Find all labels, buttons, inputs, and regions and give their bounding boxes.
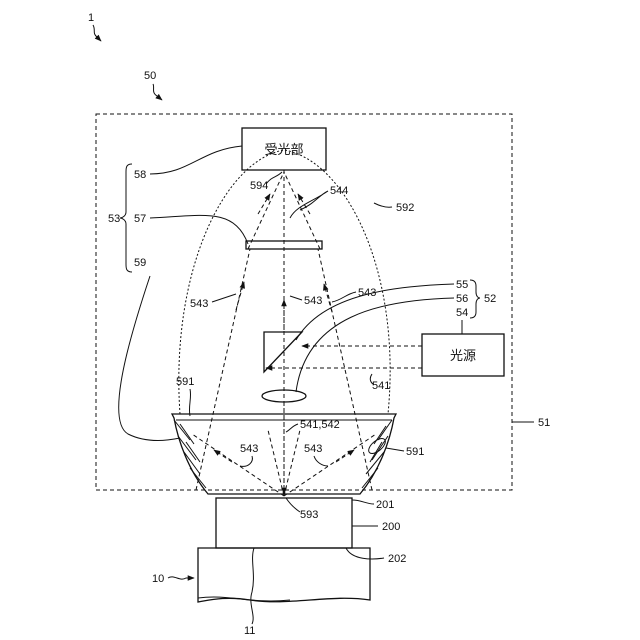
arrow-543-left <box>236 282 244 310</box>
leader-59 <box>119 276 180 441</box>
ref-543-low-left-label: 543 <box>240 443 258 455</box>
ref-56-label: 56 <box>456 293 468 305</box>
leader-543-mid <box>290 296 302 300</box>
ref-594-label: 594 <box>250 180 268 192</box>
base-inner-curve <box>198 597 290 601</box>
leader-58 <box>150 146 242 174</box>
leader-543-low-right <box>314 456 328 466</box>
light-source-label: 光源 <box>450 348 476 363</box>
fan-beam-left <box>192 434 284 496</box>
ref-592-label: 592 <box>396 202 414 214</box>
ref-54-label: 54 <box>456 307 468 319</box>
leader-56 <box>296 298 454 392</box>
reflector-hatch-right <box>362 420 392 488</box>
ref-541-542-label: 541,542 <box>300 419 340 431</box>
ref-202-label: 202 <box>388 553 406 565</box>
arrow-upper-left-544 <box>258 194 270 214</box>
leader-201 <box>352 500 374 504</box>
ref-201-label: 201 <box>376 499 394 511</box>
leader-593 <box>286 498 300 512</box>
ref-57-label: 57 <box>134 213 146 225</box>
ref-59-label: 59 <box>134 257 146 269</box>
fan-arrow-left <box>214 450 232 462</box>
leader-592 <box>374 203 392 207</box>
ref-591-left-label: 591 <box>176 376 194 388</box>
leader-55 <box>296 284 454 340</box>
sample-base-10 <box>198 548 370 602</box>
ref-52-label: 52 <box>484 293 496 305</box>
ref-543-left-label: 543 <box>190 298 208 310</box>
ref-591-right-label: 591 <box>406 446 424 458</box>
brace-52 <box>470 280 480 318</box>
ref-10-label: 10 <box>152 573 164 585</box>
leader-544 <box>290 191 328 218</box>
fan-beam-right <box>284 434 376 496</box>
light-receiver-label: 受光部 <box>264 142 303 157</box>
fan-beam-left-inner <box>268 430 284 496</box>
ref-1-label: 1 <box>88 12 94 24</box>
leader-543-left <box>212 294 236 302</box>
fan-arrow-right <box>336 450 354 462</box>
sample-holder-200 <box>216 498 352 548</box>
sample-11 <box>251 548 254 624</box>
leader-57 <box>150 215 248 244</box>
leader-202 <box>346 548 384 559</box>
ref-541-label: 541 <box>372 380 390 392</box>
ref-11-label: 11 <box>244 625 255 637</box>
ref-543-low-right-label: 543 <box>304 443 322 455</box>
leader-543-right <box>332 292 356 302</box>
ref-200-label: 200 <box>382 521 400 533</box>
brace-53 <box>120 164 132 272</box>
ref-1-arrow <box>93 25 101 41</box>
leader-543-low-left <box>240 456 252 466</box>
leader-591-left <box>189 389 190 416</box>
ref-50-label: 50 <box>144 70 156 82</box>
ref-58-label: 58 <box>134 169 146 181</box>
ref-51-label: 51 <box>538 417 550 429</box>
ref-50-arrow <box>153 84 162 100</box>
ref-53-label: 53 <box>108 213 120 225</box>
ref-544-label: 544 <box>330 185 348 197</box>
beam-543-right-long <box>318 249 372 490</box>
beam-splitter-55 <box>264 332 302 372</box>
reflector-hatch-left <box>174 420 206 488</box>
ref-593-label: 593 <box>300 509 318 521</box>
leader-591-right <box>386 448 404 451</box>
ref-55-label: 55 <box>456 279 468 291</box>
ref-543-mid-label: 543 <box>304 295 322 307</box>
fan-beam-right-inner <box>284 430 300 496</box>
beam-544-right <box>284 172 320 249</box>
arrow-upper-right-544 <box>298 194 310 214</box>
leader-541-542 <box>286 424 298 432</box>
ref-10-arrow <box>168 577 194 579</box>
